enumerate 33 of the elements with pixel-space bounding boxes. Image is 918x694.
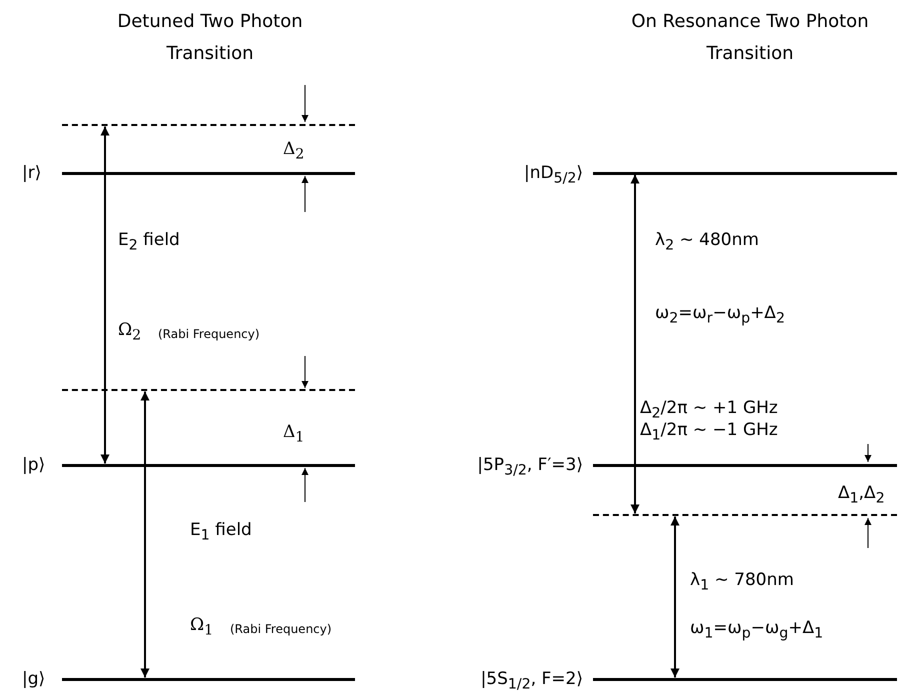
transition-arrow [100, 126, 110, 464]
frequency-equation: ω$_{2}$=ω$_{r}$−ω$_{p}$+Δ$_{2}$ [655, 303, 785, 328]
state-label: |nD$_{5/2}$⟩ [524, 163, 583, 188]
energy-level [22, 457, 355, 473]
transition-arrow [670, 516, 680, 678]
detuning-value: Δ$_{1}$/2π ~ −1 GHz [640, 420, 778, 446]
virtual-level-line [62, 389, 355, 391]
state-label: |5S$_{1/2}$, F=2⟩ [480, 669, 583, 694]
detuning-value: Δ$_{2}$/2π ~ +1 GHz [640, 398, 778, 422]
detuning-label: Δ$_{2}$ [283, 139, 304, 164]
transition-arrow [140, 392, 150, 678]
transition-arrow [630, 174, 640, 514]
state-label: |5P$_{3/2}$, F′=3⟩ [477, 455, 583, 480]
energy-level [22, 165, 355, 181]
state-label: |p⟩ [22, 455, 46, 475]
energy-level [22, 671, 355, 687]
state-label: |g⟩ [22, 669, 46, 689]
frequency-equation: ω$_{1}$=ω$_{p}$−ω$_{g}$+Δ$_{1}$ [690, 618, 824, 644]
state-label: |r⟩ [22, 163, 42, 183]
detuning-label: Δ$_{1}$ [283, 422, 304, 448]
rabi-label: (Rabi Frequency) [230, 621, 332, 638]
field-label: E$_{1}$ field [190, 520, 252, 546]
virtual-level-line [593, 514, 897, 516]
rabi-symbol: Ω$_{1}$ [190, 615, 214, 640]
panel-title: Detuned Two Photon Transition [116, 10, 304, 66]
rabi-label: (Rabi Frequency) [158, 326, 260, 343]
wavelength-label: λ$_{2}$ ~ 480nm [655, 230, 759, 256]
wavelength-label: λ$_{1}$ ~ 780nm [690, 570, 794, 596]
panel-title: On Resonance Two Photon Transition [630, 10, 870, 66]
virtual-level-line [62, 124, 355, 126]
rabi-symbol: Ω$_{2}$ [118, 320, 142, 346]
field-label: E$_{2}$ field [118, 230, 180, 256]
detuning-label: Δ$_{1}$,Δ$_{2}$ [838, 483, 885, 508]
